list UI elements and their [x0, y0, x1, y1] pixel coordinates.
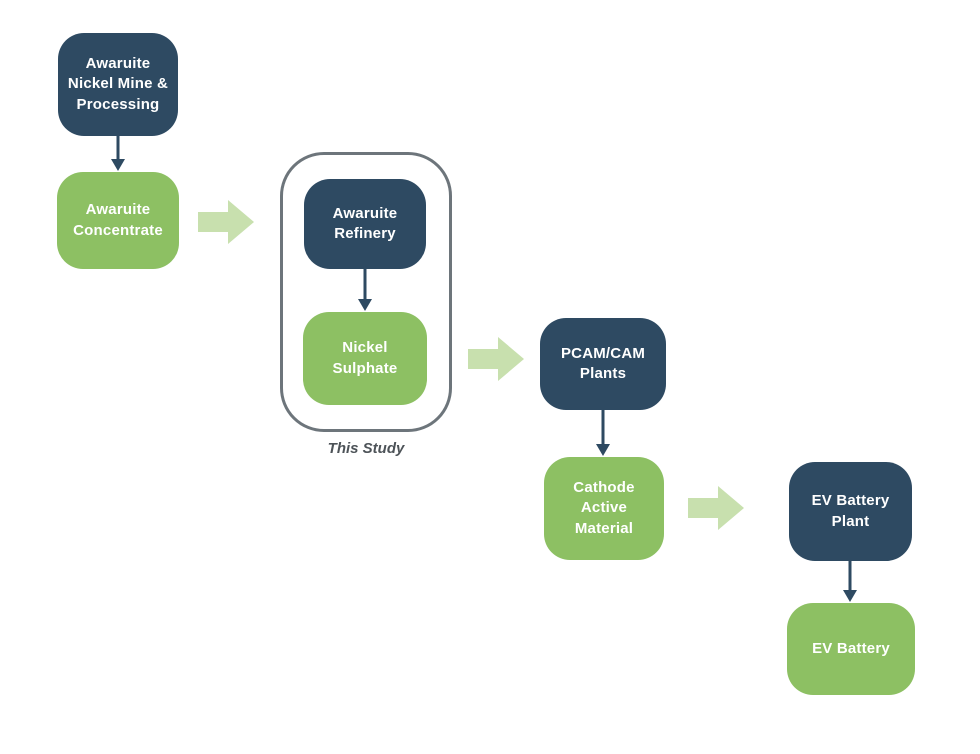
node-ev-battery: EV Battery — [787, 603, 915, 695]
node-label: EV Battery Plant — [811, 492, 890, 530]
node-nickel-sulphate: Nickel Sulphate — [303, 312, 427, 405]
node-pcam-cam-plants: PCAM/CAM Plants — [540, 318, 666, 410]
arrow-sulphate-to-pcam-icon — [468, 335, 524, 383]
node-label: Awaruite Refinery — [332, 204, 398, 242]
node-awaruite-nickel-mine: Awaruite Nickel Mine & Processing — [58, 33, 178, 136]
node-label: Cathode Active Material — [573, 479, 635, 537]
arrow-concentrate-to-refinery-icon — [198, 198, 254, 246]
arrow-mine-to-concentrate-icon — [108, 136, 128, 172]
node-label: Nickel Sulphate — [332, 339, 398, 377]
this-study-label: This Study — [327, 440, 405, 457]
node-cathode-active-material: Cathode Active Material — [544, 457, 664, 560]
node-label: Awaruite Nickel Mine & Processing — [67, 55, 169, 113]
node-ev-battery-plant: EV Battery Plant — [789, 462, 912, 561]
arrow-refinery-to-sulphate-icon — [355, 269, 375, 312]
node-awaruite-concentrate: Awaruite Concentrate — [57, 172, 179, 269]
arrow-pcam-to-cathode-icon — [593, 410, 613, 457]
arrow-cathode-to-evplant-icon — [688, 484, 744, 532]
node-label: Awaruite Concentrate — [73, 201, 163, 239]
this-study-group-outline — [280, 152, 452, 432]
node-label: EV Battery — [812, 639, 890, 657]
node-label: PCAM/CAM Plants — [560, 344, 646, 382]
arrow-evplant-to-evbattery-icon — [840, 561, 860, 603]
node-awaruite-refinery: Awaruite Refinery — [304, 179, 426, 269]
